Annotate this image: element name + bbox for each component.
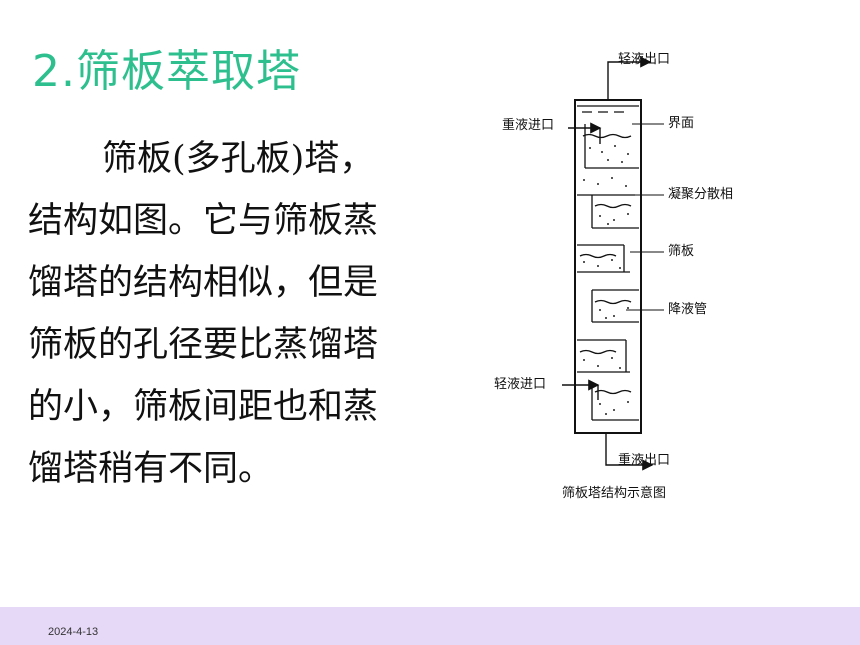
figure-caption: 筛板塔结构示意图 bbox=[562, 486, 667, 501]
body-line: 结构如图。它与筛板蒸 bbox=[28, 201, 379, 241]
label-coalesced-dispersed-phase: 凝聚分散相 bbox=[668, 187, 734, 202]
label-heavy-outlet: 重液出口 bbox=[618, 453, 671, 468]
body-line: 馏塔的结构相似，但是 bbox=[28, 263, 379, 303]
body-line: 的小，筛板间距也和蒸 bbox=[28, 387, 379, 427]
sieve-plates bbox=[577, 105, 639, 421]
slide-title: 2.筛板萃取塔 bbox=[32, 46, 301, 97]
body-line: 馏塔稍有不同。 bbox=[28, 449, 274, 489]
body-paragraph: 筛板(多孔板)塔， 结构如图。它与筛板蒸 馏塔的结构相似，但是 筛板的孔径要比蒸… bbox=[28, 128, 448, 500]
footer-date: 2024-4-13 bbox=[48, 626, 99, 638]
tower-drawing bbox=[562, 56, 664, 471]
heavy-outlet-arrow bbox=[605, 433, 654, 471]
body-line: 筛板的孔径要比蒸馏塔 bbox=[28, 325, 379, 365]
label-sieve-plate: 筛板 bbox=[668, 244, 695, 259]
body-line: 筛板(多孔板)塔， bbox=[102, 139, 375, 179]
sieve-tower-diagram: 轻液出口 重液进口 界面 凝聚分散相 筛板 降液管 轻液进口 重液出口 筛板塔结… bbox=[480, 40, 740, 510]
label-light-inlet: 轻液进口 bbox=[494, 377, 547, 392]
leader-lines bbox=[626, 123, 664, 311]
label-light-outlet: 轻液出口 bbox=[618, 52, 671, 67]
light-outlet-arrow bbox=[607, 56, 652, 100]
label-heavy-inlet: 重液进口 bbox=[502, 118, 555, 133]
footer-bar bbox=[0, 607, 860, 645]
dispersed-droplets bbox=[583, 145, 629, 415]
label-interface: 界面 bbox=[668, 116, 695, 131]
label-downcomer: 降液管 bbox=[668, 302, 708, 317]
